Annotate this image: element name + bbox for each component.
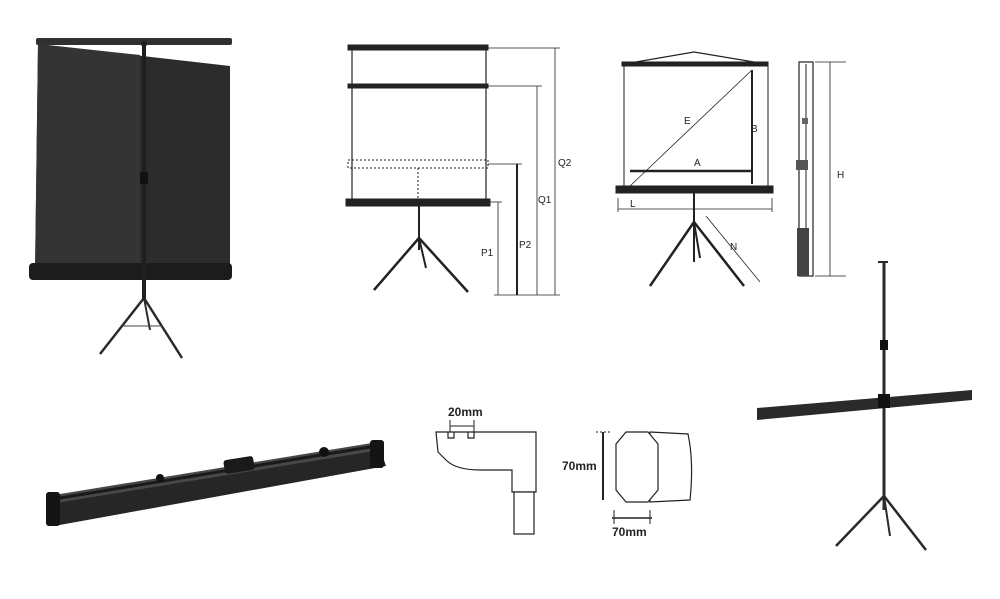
- pole-top-knob: [141, 41, 147, 47]
- label-l: L: [630, 199, 636, 210]
- folded-leg-right: [883, 495, 927, 551]
- case-body: [48, 448, 386, 526]
- hook-pole: [513, 491, 535, 535]
- profile-tube-body: [649, 431, 693, 503]
- tripod-leg-right: [142, 297, 184, 359]
- case-handle: [223, 456, 255, 474]
- front-q1-bar: [347, 83, 489, 89]
- label-h: H: [837, 170, 844, 181]
- side-view-drawing: [796, 61, 846, 277]
- dim-view-bottom-case: [615, 185, 774, 194]
- dimension-view-drawing: [615, 51, 774, 287]
- label-q1: Q1: [538, 195, 552, 206]
- front-screen-frame: [351, 47, 487, 206]
- profile-detail-drawing: [596, 431, 693, 524]
- screen-top-bar: [36, 38, 232, 45]
- dim-view-leg-left: [648, 221, 696, 287]
- dim-view-leg-right: [693, 221, 745, 287]
- side-base: [797, 228, 809, 276]
- dim-e-diagonal: [629, 69, 753, 187]
- case-end-cap-left: [46, 492, 60, 526]
- front-view-drawing: [345, 44, 560, 296]
- dim-view-leg-center: [693, 221, 701, 259]
- open-tripod-screen-photo: [29, 38, 232, 359]
- front-bottom-case: [345, 198, 491, 207]
- folded-case-clamp: [878, 394, 890, 408]
- label-q2: Q2: [558, 158, 572, 169]
- label-20mm: 20mm: [448, 405, 483, 419]
- hook-detail-drawing: [435, 420, 537, 535]
- closed-case-photo: [46, 440, 386, 526]
- side-clamp-top: [802, 118, 808, 124]
- screen-highlight: [35, 44, 140, 274]
- label-n: N: [730, 242, 737, 253]
- front-leg-left: [373, 237, 420, 291]
- side-clamp: [796, 160, 808, 170]
- dim-view-top-peak: [623, 51, 767, 65]
- folded-case: [757, 390, 972, 420]
- label-a: A: [694, 158, 701, 169]
- dim-n-line: [705, 215, 761, 283]
- pole-clamp: [140, 172, 148, 184]
- tripod-leg-back: [143, 297, 151, 331]
- folded-leg-back: [883, 495, 891, 537]
- front-top-bar: [347, 44, 489, 51]
- label-p2: P2: [519, 240, 532, 251]
- label-70mm-height: 70mm: [562, 459, 597, 473]
- label-e: E: [684, 116, 691, 127]
- case-end-cap-right: [370, 440, 384, 468]
- label-b: B: [751, 124, 758, 135]
- profile-octagon-face: [615, 431, 659, 503]
- dim-view-screen-frame: [623, 63, 769, 189]
- front-leg-right: [418, 237, 469, 293]
- label-70mm-width: 70mm: [612, 525, 647, 539]
- folded-pole-clamp: [880, 340, 888, 350]
- folded-screen-photo: [757, 261, 972, 551]
- case-foot-right: [319, 447, 329, 457]
- front-p2-bar: [347, 159, 489, 169]
- hook-notch-right: [467, 432, 475, 439]
- label-p1: P1: [481, 248, 494, 259]
- front-leg-center: [418, 237, 427, 269]
- screen-bottom-case: [29, 263, 232, 280]
- hook-notch-left: [447, 432, 455, 439]
- folded-leg-left: [835, 495, 885, 547]
- case-foot-left: [156, 474, 164, 482]
- hook-profile: [435, 431, 537, 493]
